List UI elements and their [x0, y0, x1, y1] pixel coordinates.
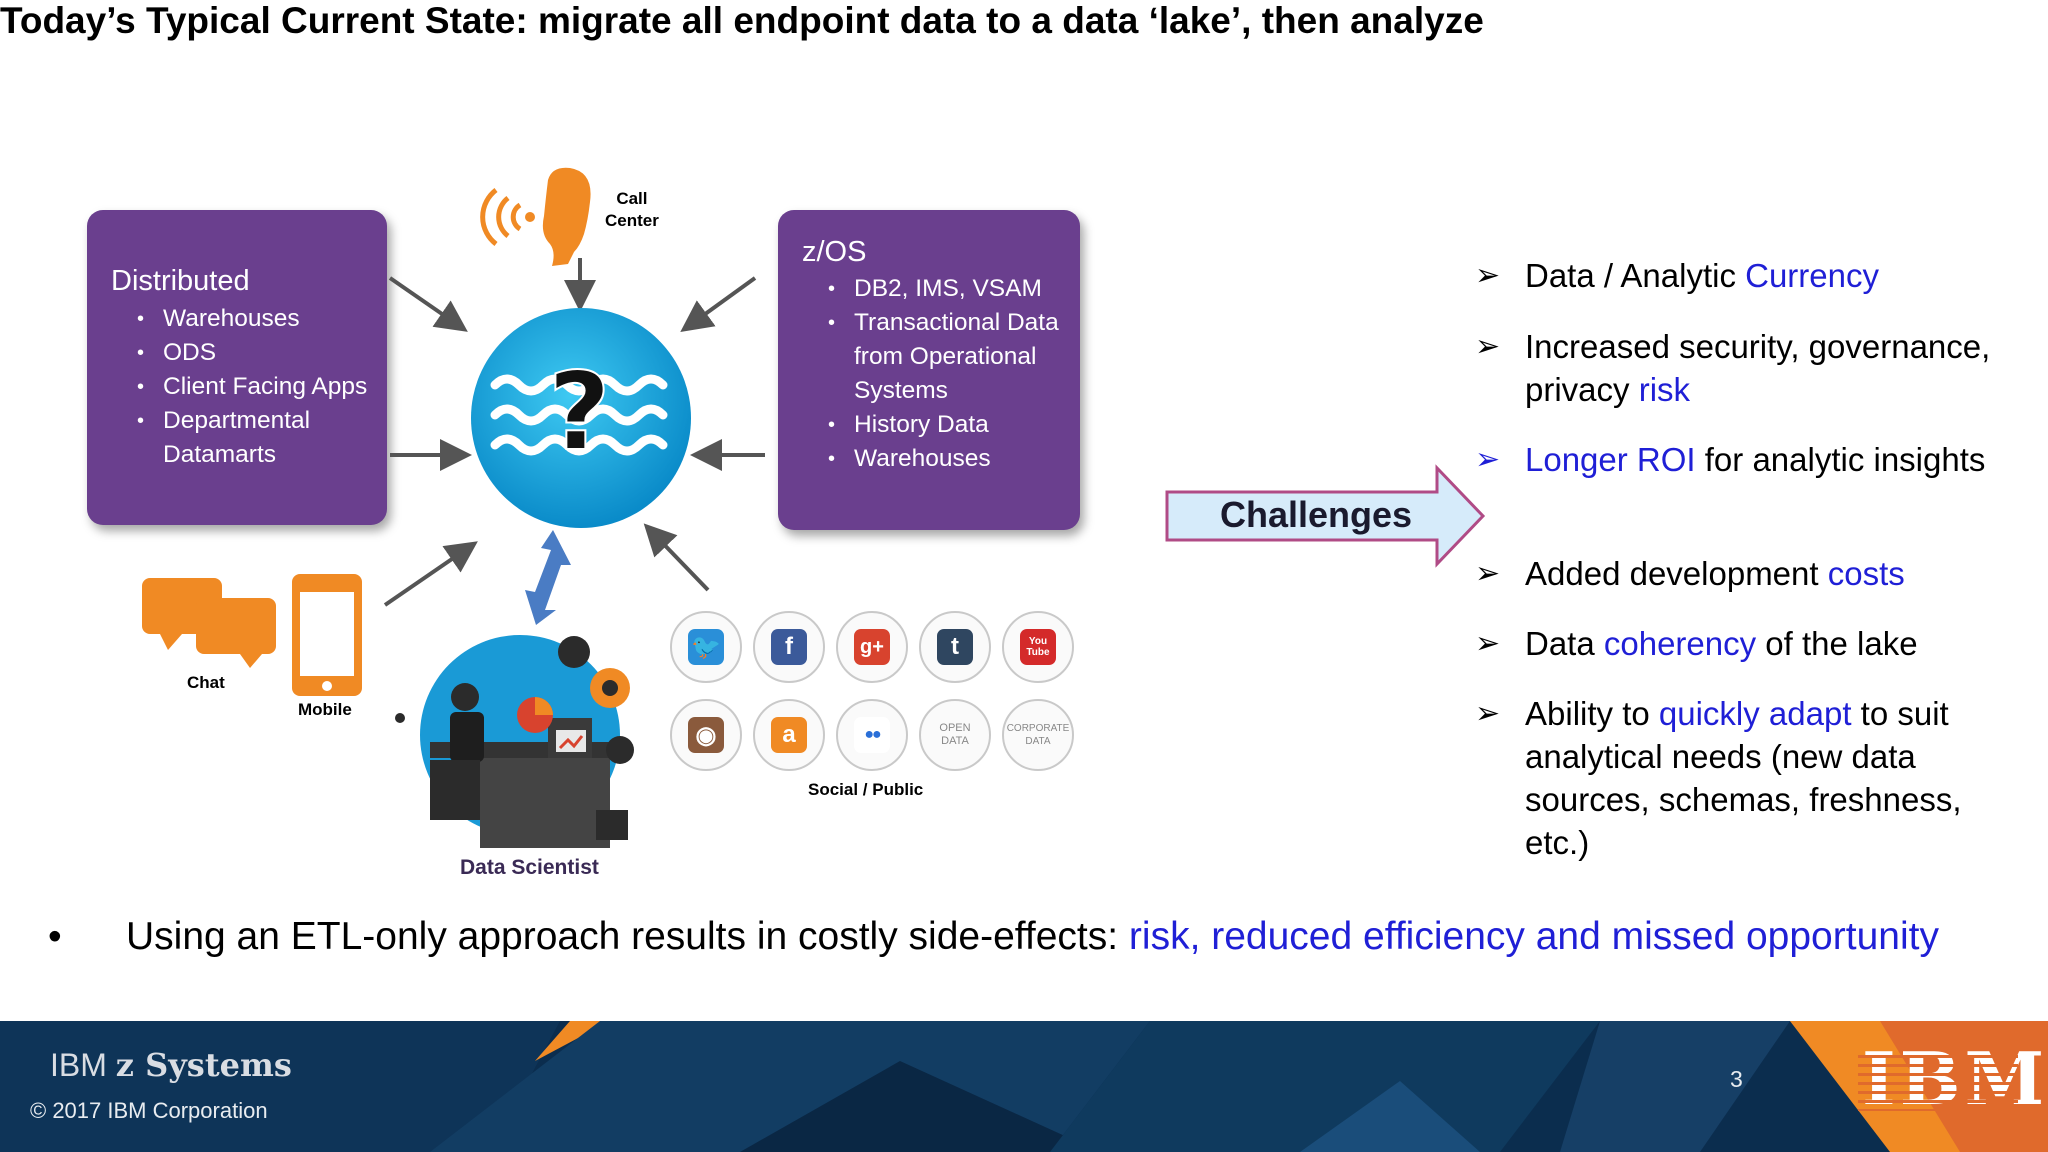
bidirectional-arrow [525, 530, 571, 625]
challenge-highlight: quickly adapt [1658, 695, 1852, 732]
ibm-logo-stripes [1858, 1049, 2018, 1111]
bullet-dot: • [48, 915, 62, 958]
call-label-line-2: Center [605, 211, 659, 230]
chat-label: Chat [187, 673, 225, 692]
distributed-heading: Distributed [111, 265, 250, 297]
inflow-arrows [383, 258, 765, 607]
call-center-icon [480, 167, 591, 266]
copyright: © 2017 IBM Corporation [30, 1098, 268, 1123]
footer-bar: IBM z Systems © 2017 IBM Corporation 3 I… [0, 1021, 2048, 1152]
twitter-icon: 🐦 [670, 611, 742, 683]
arrow-bullet-icon: ➢ [1475, 259, 1501, 292]
list-item: ODS [137, 336, 382, 370]
arrow-bullet-icon: ➢ [1475, 627, 1501, 660]
zos-list: DB2, IMS, VSAM Transactional Data from O… [828, 272, 1073, 476]
list-item: Departmental Datamarts [137, 404, 382, 472]
call-label-line-1: Call [616, 189, 648, 208]
wave-lines [490, 374, 668, 456]
zos-heading: z/OS [802, 236, 867, 268]
challenge-item: ➢ Longer ROI for analytic insights [1475, 438, 2015, 481]
challenges-label: Challenges [1220, 494, 1413, 535]
challenge-text: for analytic insights [1695, 441, 1986, 478]
google-plus-glyph: g+ [854, 629, 890, 665]
distributed-box: Distributed Warehouses ODS Client Facing… [87, 210, 387, 525]
list-item: Client Facing Apps [137, 370, 382, 404]
google-plus-icon: g+ [836, 611, 908, 683]
challenge-highlight: risk [1638, 371, 1691, 408]
challenge-text: Data [1525, 625, 1604, 662]
distributed-list: Warehouses ODS Client Facing Apps Depart… [137, 302, 382, 472]
summary-bullet: • Using an ETL-only approach results in c… [48, 915, 1939, 959]
twitter-glyph: 🐦 [688, 629, 724, 665]
challenge-item: ➢ Data coherency of the lake [1475, 622, 2015, 665]
youtube-icon: You Tube [1002, 611, 1074, 683]
data-scientist-illustration [395, 635, 634, 848]
list-item: Transactional Data from Operational Syst… [828, 306, 1073, 408]
list-item: DB2, IMS, VSAM [828, 272, 1073, 306]
brand-z-systems: z Systems [115, 1046, 292, 1084]
summary-text: Using an ETL-only approach results in co… [126, 915, 1129, 958]
arrow-bullet-icon: ➢ [1475, 697, 1501, 730]
challenge-item: ➢ Data / Analytic Currency [1475, 254, 2015, 297]
brand-name: IBM z Systems [50, 1046, 292, 1084]
amazon-glyph: a [771, 717, 807, 753]
lake-question-mark: ? [547, 349, 612, 476]
social-public-label: Social / Public [808, 780, 924, 799]
arrow-bullet-icon: ➢ [1475, 557, 1501, 590]
challenge-text: Added development [1525, 555, 1828, 592]
challenges-arrow-shape [1165, 464, 1486, 568]
youtube-glyph: You Tube [1020, 629, 1056, 665]
page-number: 3 [1730, 1066, 1743, 1092]
brand-ibm: IBM [50, 1047, 116, 1083]
zos-box: z/OS DB2, IMS, VSAM Transactional Data f… [778, 210, 1080, 530]
mobile-icon [292, 574, 362, 696]
challenge-item: ➢ Ability to quickly adapt to suit analy… [1475, 692, 2015, 864]
open-data-glyph: OPEN DATA [939, 722, 971, 747]
challenge-text: to suit analytical needs (new data sourc… [1525, 695, 1962, 861]
corporate-data-icon: CORPORATE DATA [1002, 699, 1074, 771]
mobile-label: Mobile [298, 700, 352, 719]
summary-highlight: risk, reduced efficiency and missed oppo… [1128, 915, 1939, 958]
flickr-icon: ●● [836, 699, 908, 771]
arrow-bullet-icon: ➢ [1475, 443, 1501, 476]
challenge-item: ➢ Increased security, governance, privac… [1475, 325, 2015, 411]
open-data-icon: OPEN DATA [919, 699, 991, 771]
call-center-label: Call Center [605, 188, 659, 232]
chat-icon [142, 578, 276, 668]
instagram-icon: ◉ [670, 699, 742, 771]
facebook-icon: f [753, 611, 825, 683]
arrow-bullet-icon: ➢ [1475, 330, 1501, 363]
challenge-item: ➢ Added development costs [1475, 552, 2015, 595]
slide-title: Today’s Typical Current State: migrate a… [0, 0, 1484, 41]
tumblr-glyph: t [937, 629, 973, 665]
tumblr-icon: t [919, 611, 991, 683]
list-item: Warehouses [828, 442, 1073, 476]
challenge-text: Data / Analytic [1525, 257, 1746, 294]
instagram-glyph: ◉ [688, 717, 724, 753]
corporate-data-glyph: CORPORATE DATA [1006, 723, 1070, 747]
amazon-icon: a [753, 699, 825, 771]
challenge-text: of the lake [1756, 625, 1918, 662]
flickr-glyph: ●● [854, 717, 890, 753]
challenge-highlight: coherency [1603, 625, 1757, 662]
list-item: History Data [828, 408, 1073, 442]
challenge-highlight: Longer ROI [1525, 441, 1696, 478]
data-scientist-label: Data Scientist [460, 856, 599, 879]
challenge-text: Ability to [1525, 695, 1659, 732]
challenge-highlight: costs [1827, 555, 1905, 592]
list-item: Warehouses [137, 302, 382, 336]
facebook-glyph: f [771, 629, 807, 665]
challenge-highlight: Currency [1745, 257, 1879, 294]
challenge-text: Increased security, governance, privacy [1525, 328, 1991, 408]
footer-graphic [0, 1021, 2048, 1152]
